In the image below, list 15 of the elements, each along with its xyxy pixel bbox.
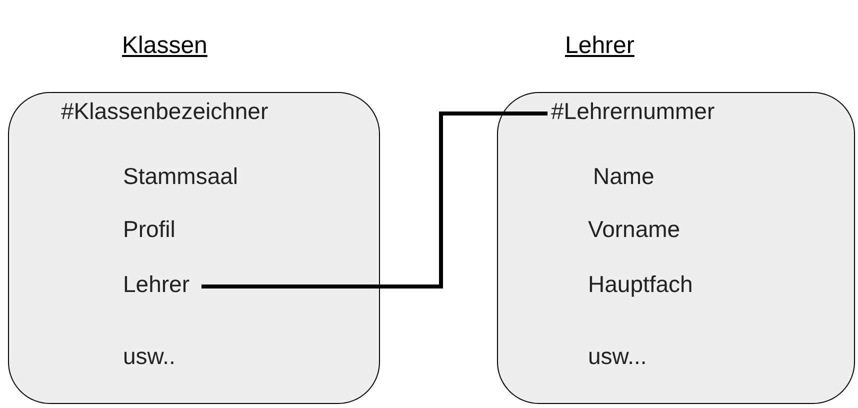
attribute-text: usw... [588, 342, 650, 370]
attribute-text: Hauptfach [588, 270, 696, 298]
attribute-text: Stammsaal [123, 162, 239, 190]
attribute-text: Lehrer [123, 270, 193, 298]
entity-heading: Klassen [122, 32, 208, 60]
attribute-text: Vorname [588, 215, 683, 243]
attribute-text: usw.. [123, 342, 177, 370]
attribute-text: Name [593, 162, 655, 190]
connector-line [202, 112, 548, 288]
entity-box [8, 92, 380, 404]
entity-box [497, 92, 855, 404]
attribute-text: #Klassenbezeichner [61, 97, 271, 125]
attribute-text: #Lehrernummer [551, 97, 717, 125]
attribute-text: Profil [123, 215, 179, 243]
entity-heading: Lehrer [565, 32, 634, 60]
